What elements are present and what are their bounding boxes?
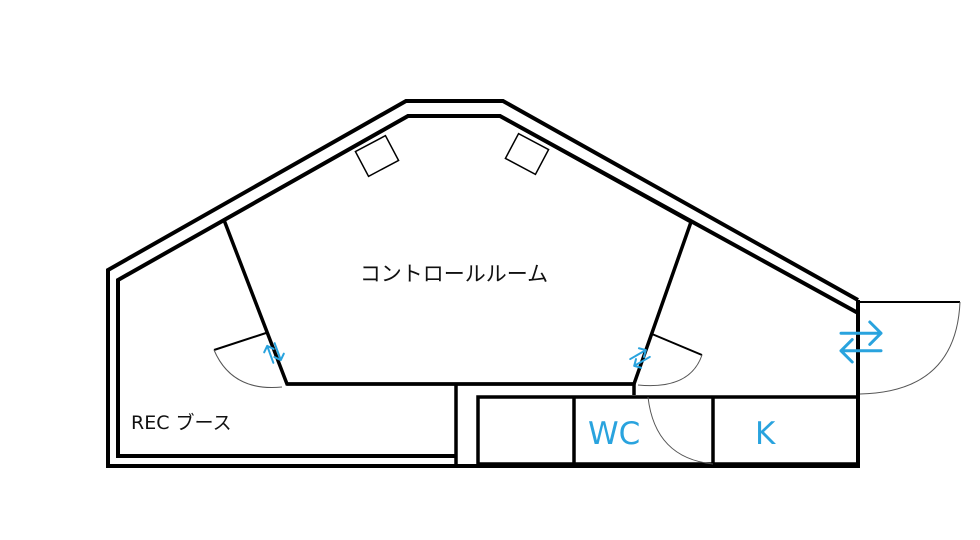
door-control-right xyxy=(637,333,703,387)
partitions xyxy=(287,382,860,466)
door-wc-swing xyxy=(647,396,714,465)
door-arrow-icon-control xyxy=(629,347,651,369)
service-block xyxy=(476,395,860,466)
door-rec-booth-swing xyxy=(213,349,283,389)
door-entrance xyxy=(858,301,961,395)
door-control-right-swing xyxy=(637,354,703,387)
door-rec-booth xyxy=(213,332,283,389)
door-arrow-icon-entrance xyxy=(839,320,883,364)
door-entrance-swing xyxy=(859,301,961,395)
outer-wall-inner-line xyxy=(116,114,859,458)
speakers xyxy=(354,132,550,178)
control-room-label: コントロールルーム xyxy=(360,262,548,286)
door-wc xyxy=(647,396,714,465)
door-control-right-leaf xyxy=(651,333,703,356)
door-arrows xyxy=(263,320,883,369)
rec-booth-label: REC ブース xyxy=(131,411,232,434)
control-room-outline xyxy=(221,114,694,386)
door-arrow-icon-rec xyxy=(263,342,285,364)
outer-wall-line xyxy=(106,99,860,468)
speaker-left xyxy=(354,134,400,178)
wc-label: WC xyxy=(588,416,640,452)
door-rec-booth-leaf xyxy=(213,332,267,351)
speaker-right xyxy=(504,132,550,176)
kitchen-label: K xyxy=(755,416,776,452)
